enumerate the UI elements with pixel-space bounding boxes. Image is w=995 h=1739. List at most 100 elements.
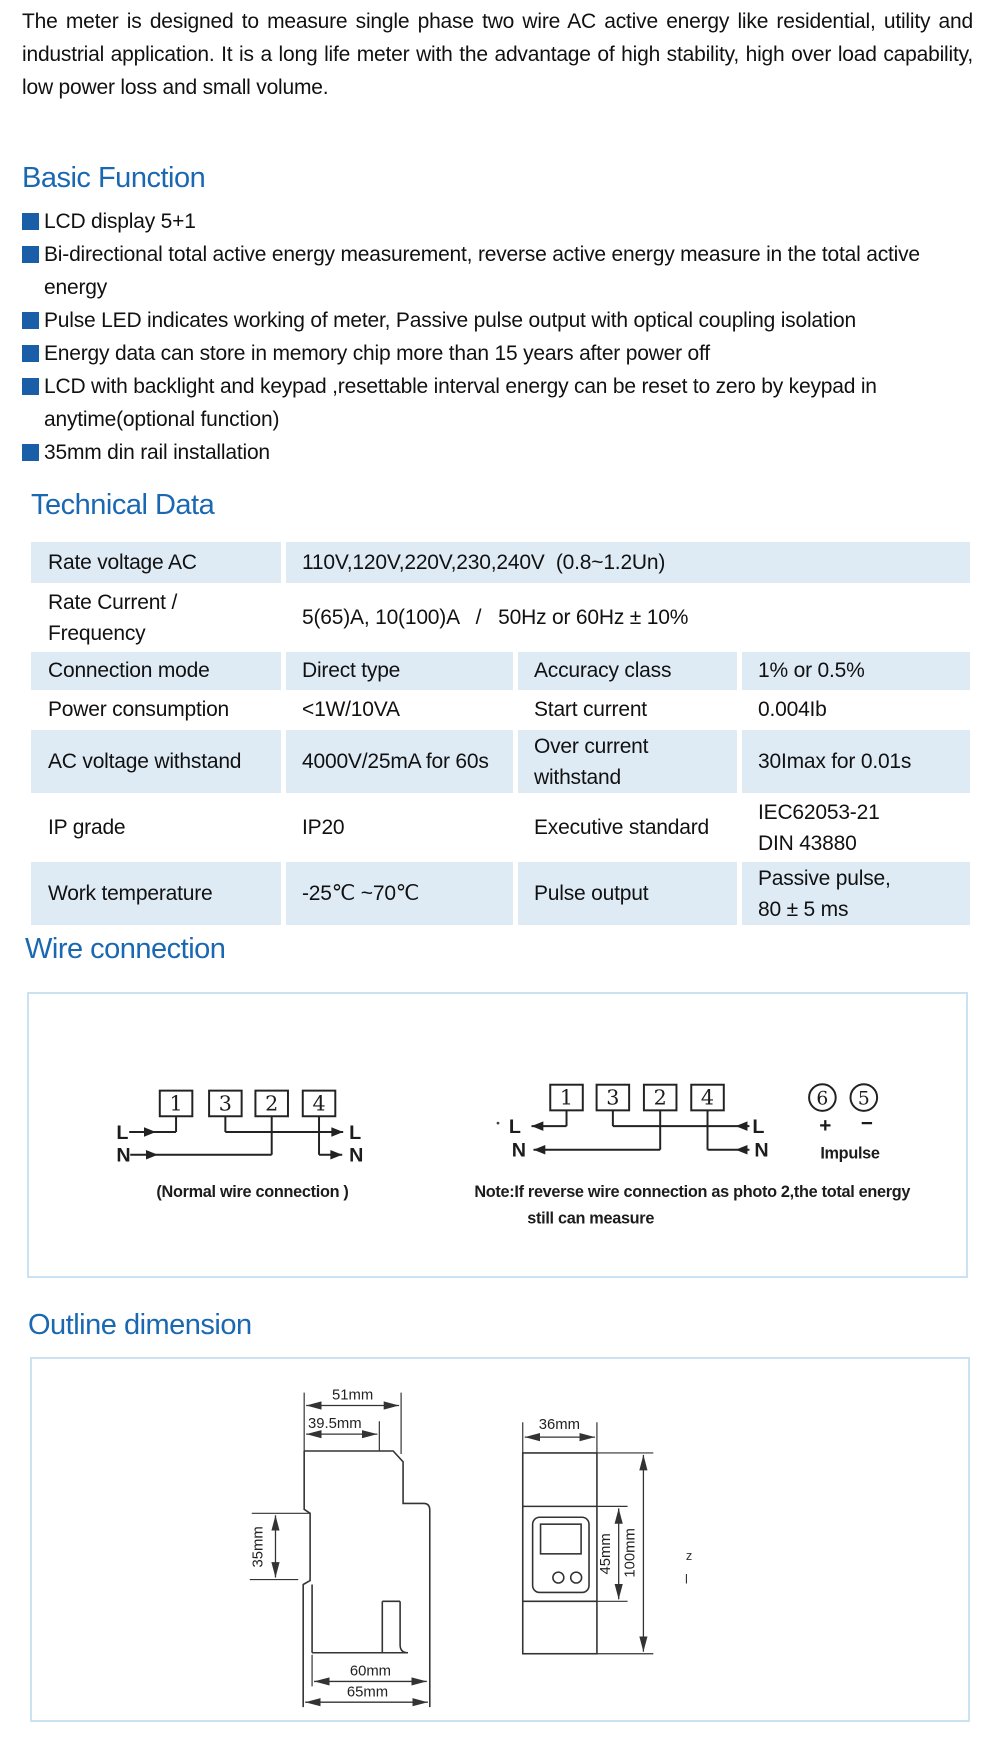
- table-row: AC voltage withstand 4000V/25mA for 60s …: [31, 730, 970, 793]
- cell-text: Connection mode: [48, 659, 210, 682]
- cell-text: 1% or 0.5%: [758, 659, 865, 682]
- arrow-left-icon: [533, 1145, 546, 1155]
- section-title-wire-connection: Wire connection: [25, 933, 226, 965]
- arrow-right-icon: [144, 1127, 156, 1137]
- cell-text: Start current: [534, 698, 647, 721]
- section-title-technical-data: Technical Data: [31, 489, 215, 521]
- impulse-terminals: [808, 1083, 879, 1112]
- intro-paragraph: The meter is designed to measure single …: [22, 10, 973, 99]
- terminal-box: [595, 1083, 631, 1112]
- terminal-number: 2: [265, 1091, 278, 1115]
- outline-dimension-panel: 51mm 39.5mm 35mm 60mm 65mm 36m: [30, 1357, 970, 1722]
- reverse-note-line2: still can measure: [527, 1210, 654, 1228]
- table-cell: 5(65)A, 10(100)A / 50Hz or 60Hz ± 10%: [286, 583, 970, 652]
- cell-text: -25℃ ~70℃: [302, 882, 420, 905]
- dim-label: 36mm: [539, 1417, 580, 1433]
- bullet-square-icon: [22, 378, 39, 395]
- line-label: L: [116, 1122, 128, 1144]
- bullet-square-icon: [22, 246, 39, 263]
- wire-connection-panel: 1 3 2 4 L N L N (Normal wire connection …: [27, 992, 968, 1278]
- table-cell: IP grade: [31, 793, 281, 862]
- list-item: LCD with backlight and keypad ,resettabl…: [22, 370, 973, 436]
- cell-text: 5(65)A, 10(100)A / 50Hz or 60Hz ± 10%: [302, 605, 689, 629]
- table-cell: AC voltage withstand: [31, 730, 281, 793]
- table-row: IP grade IP20 Executive standard IEC6205…: [31, 793, 970, 862]
- cell-text: Over current: [534, 734, 649, 758]
- table-cell: Rate Current / Frequency: [31, 583, 281, 652]
- bullet-text: Bi-directional total active energy measu…: [44, 243, 920, 299]
- stray-fragment: l: [685, 1572, 688, 1587]
- cell-text: Power consumption: [48, 698, 230, 721]
- cell-text: 30Imax for 0.01s: [758, 749, 912, 773]
- cell-text: IEC62053-21: [758, 800, 880, 824]
- list-item: Pulse LED indicates working of meter, Pa…: [22, 304, 973, 337]
- table-cell: Passive pulse, 80 ± 5 ms: [742, 862, 970, 925]
- arrow-right-icon: [330, 1149, 343, 1160]
- stray-fragment: z: [686, 1548, 692, 1563]
- table-cell: Accuracy class: [518, 652, 737, 690]
- outline-dimension-drawing: 51mm 39.5mm 35mm 60mm 65mm 36m: [249, 1388, 692, 1708]
- front-dimension-lines: [524, 1433, 648, 1652]
- arrow-left-icon: [531, 1121, 544, 1131]
- bullet-text: 35mm din rail installation: [44, 441, 270, 464]
- table-cell: -25℃ ~70℃: [286, 862, 513, 925]
- cell-text: 110V,120V,220V,230,240V (0.8~1.2Un): [302, 550, 666, 574]
- terminal-box: [690, 1083, 725, 1112]
- bullet-square-icon: [22, 345, 39, 362]
- list-item: Energy data can store in memory chip mor…: [22, 337, 973, 370]
- cell-text: 80 ± 5 ms: [758, 897, 849, 921]
- side-extension-lines: [249, 1392, 402, 1687]
- section-title-basic-function: Basic Function: [22, 162, 206, 194]
- list-item: LCD display 5+1: [22, 205, 973, 238]
- front-panel: [531, 1516, 590, 1594]
- table-row: Connection mode Direct type Accuracy cla…: [31, 652, 970, 690]
- terminal-number: 3: [606, 1085, 619, 1109]
- cell-text: withstand: [534, 765, 621, 789]
- table-cell: <1W/10VA: [286, 690, 513, 730]
- arrow-left-icon: [735, 1145, 748, 1155]
- cell-text: Direct type: [302, 659, 401, 682]
- cell-text: Accuracy class: [534, 659, 672, 682]
- side-dimension-lines: [271, 1401, 428, 1707]
- neutral-label: N: [349, 1145, 363, 1167]
- line-label: L: [349, 1122, 361, 1144]
- impulse-terminal-number: 6: [816, 1088, 828, 1109]
- normal-arrowheads: [144, 1127, 344, 1160]
- impulse-terminal-number: 5: [858, 1088, 870, 1109]
- meter-side-view: [302, 1450, 431, 1708]
- table-cell: 1% or 0.5%: [742, 652, 970, 690]
- cell-text: IP grade: [48, 815, 126, 839]
- stray-dot: [496, 1121, 500, 1125]
- table-cell: IP20: [286, 793, 513, 862]
- section-title-outline-dimension: Outline dimension: [28, 1309, 252, 1341]
- bullet-text: Energy data can store in memory chip mor…: [44, 342, 710, 365]
- normal-connection-drawing: [129, 1089, 344, 1156]
- table-cell: 0.004Ib: [742, 690, 970, 730]
- table-cell: Executive standard: [518, 793, 737, 862]
- cell-text: Frequency: [48, 621, 146, 645]
- line-label: L: [752, 1116, 764, 1138]
- table-cell: Connection mode: [31, 652, 281, 690]
- basic-function-list: LCD display 5+1 Bi-directional total act…: [22, 205, 973, 469]
- terminal-box: [549, 1083, 584, 1112]
- cell-text: Passive pulse,: [758, 866, 891, 890]
- terminal-number: 2: [654, 1085, 667, 1109]
- plus-sign: +: [819, 1114, 831, 1137]
- reverse-note-line1: Note:If reverse wire connection as photo…: [474, 1183, 910, 1201]
- list-item: Bi-directional total active energy measu…: [22, 238, 973, 304]
- table-cell: Rate voltage AC: [31, 542, 281, 583]
- impulse-label: Impulse: [820, 1145, 880, 1163]
- led-circle: [569, 1571, 583, 1584]
- bullet-text: LCD with backlight and keypad ,resettabl…: [44, 375, 877, 431]
- neutral-label: N: [116, 1145, 130, 1167]
- table-cell: Start current: [518, 690, 737, 730]
- dim-label: 65mm: [347, 1684, 388, 1700]
- terminal-number: 3: [219, 1091, 232, 1115]
- led-circle: [552, 1571, 565, 1584]
- arrow-right-icon: [145, 1149, 158, 1160]
- cell-text: IP20: [302, 815, 345, 839]
- reverse-connection-drawing: [531, 1083, 750, 1151]
- arrow-left-icon: [735, 1121, 748, 1131]
- front-outline: [521, 1452, 598, 1655]
